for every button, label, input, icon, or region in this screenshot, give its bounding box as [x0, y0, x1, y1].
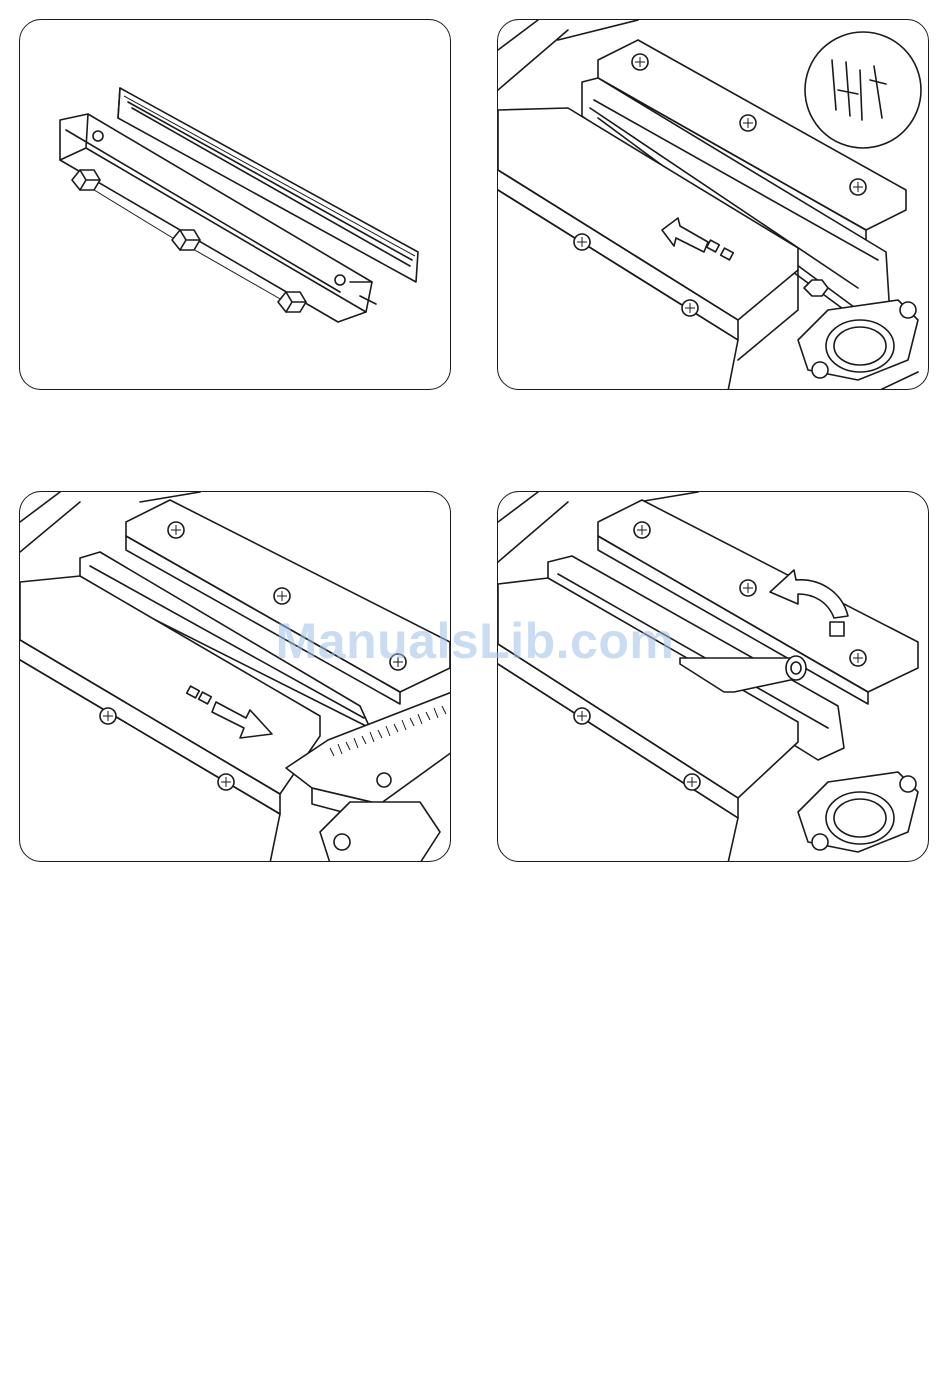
bolt-icon	[278, 292, 306, 312]
figure-panel-4	[497, 491, 929, 862]
blade-insertion-illustration	[498, 20, 929, 390]
figure-panel-1	[19, 19, 451, 390]
figure-panel-2	[497, 19, 929, 390]
gauge-setting-illustration	[20, 492, 451, 862]
figure-panel-3	[19, 491, 451, 862]
detail-magnifier-icon	[805, 32, 921, 148]
wrench-tightening-illustration	[498, 492, 929, 862]
blade-and-gib-illustration	[20, 20, 451, 390]
